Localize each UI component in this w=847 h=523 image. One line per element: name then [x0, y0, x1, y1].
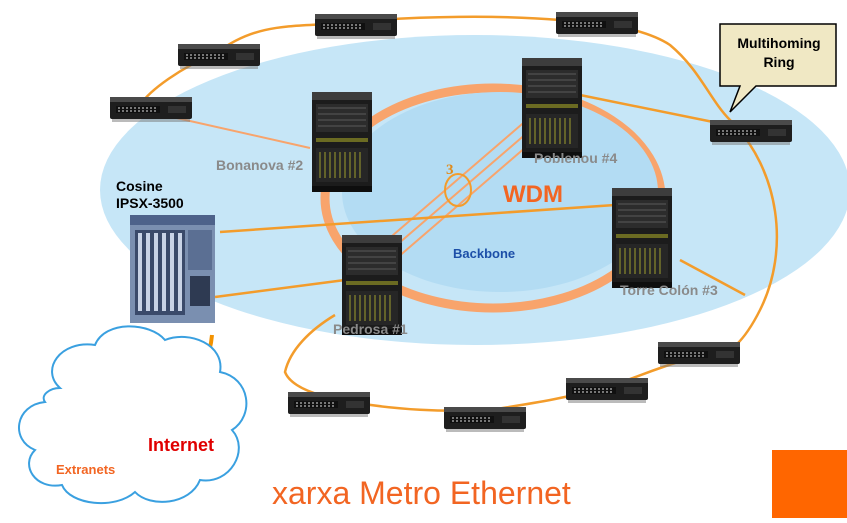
switch-3	[556, 12, 638, 37]
links	[214, 93, 746, 299]
page-title: xarxa Metro Ethernet	[272, 475, 571, 511]
internet-label: Internet	[148, 435, 215, 455]
switch-1	[178, 44, 260, 69]
wdm-label: WDM	[503, 181, 563, 208]
callout-text: Multihoming Ring	[718, 34, 840, 72]
router-label-line2: IPSX-3500	[116, 195, 184, 211]
switch-5	[710, 120, 792, 145]
rack-poblenou	[521, 57, 583, 159]
switch-2	[315, 14, 397, 39]
site-label-pedrosa: Pedrosa #1	[333, 321, 408, 337]
site-label-torre-colon: Torre Colón #3	[620, 282, 718, 298]
callout-line1: Multihoming	[737, 35, 821, 51]
extranets-label: Extranets	[56, 462, 116, 477]
multihoming-callout: Multihoming Ring	[718, 22, 840, 113]
switch-8	[444, 407, 526, 432]
router-chassis-icon	[130, 215, 215, 323]
site-label-poblenou: Poblenou #4	[534, 150, 618, 166]
callout-line2: Ring	[763, 54, 795, 70]
cloud-icon	[18, 325, 248, 505]
corner-accent	[772, 450, 847, 518]
switch-9	[288, 392, 370, 417]
rack-bonanova	[311, 91, 373, 193]
rack-pedrosa	[341, 234, 403, 336]
rack-torre-colon	[611, 187, 673, 289]
site-label-bonanova: Bonanova #2	[216, 157, 304, 173]
switch-6	[658, 342, 740, 367]
fiber-bundle-marker	[444, 173, 472, 207]
callout-shape	[719, 23, 837, 113]
router-label-line1: Cosine	[116, 178, 163, 194]
fiber-count-label: 3	[446, 162, 454, 178]
router-label: Cosine IPSX-3500	[116, 178, 184, 212]
backbone-label: Backbone	[453, 246, 516, 261]
switch-7	[566, 378, 648, 403]
switch-4	[110, 97, 192, 122]
